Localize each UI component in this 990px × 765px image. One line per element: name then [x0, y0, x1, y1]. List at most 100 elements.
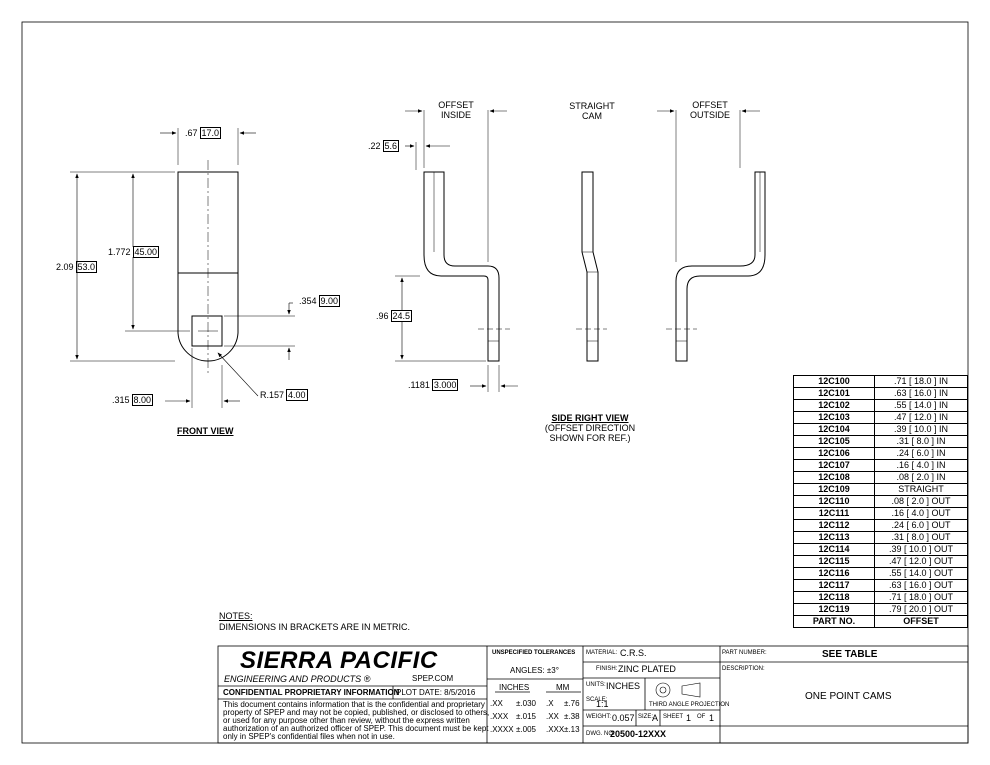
parts-table-row: 12C116.55 [ 14.0 ] OUT — [793, 567, 968, 580]
offset-cell: STRAIGHT — [874, 483, 968, 496]
description-label: DESCRIPTION: — [722, 666, 765, 672]
tol-inch-values: ±.030 ±.015 ±.005 — [516, 699, 536, 734]
weight-value: 0.057 — [612, 713, 635, 723]
tol-mm-values: ±.76 ±.38 ±.13 — [564, 699, 580, 734]
part-number-cell: 12C111 — [793, 507, 875, 520]
offset-cell: .24 [ 6.0 ] OUT — [874, 519, 968, 532]
part-number-cell: 12C102 — [793, 399, 875, 412]
parts-table-row: 12C110.08 [ 2.0 ] OUT — [793, 495, 968, 508]
part-number-cell: 12C113 — [793, 531, 875, 544]
size-label: SIZE: — [638, 714, 654, 720]
sheet-of-label: OF — [697, 714, 706, 720]
tol-inch-formats: .XX .XXX .XXXX — [490, 699, 514, 734]
notes-line-1: DIMENSIONS IN BRACKETS ARE IN METRIC. — [219, 622, 411, 632]
parts-table-row: 12C114.39 [ 10.0 ] OUT — [793, 543, 968, 556]
header-part-no: PART NO. — [793, 615, 875, 628]
units-value: INCHES — [606, 681, 641, 691]
part-number-cell: 12C103 — [793, 411, 875, 424]
front-view-title: FRONT VIEW — [177, 426, 234, 436]
offset-cell: .79 [ 20.0 ] OUT — [874, 603, 968, 616]
title-block-lines — [217, 645, 969, 744]
part-number-label: PART NUMBER: — [722, 650, 767, 656]
plot-date: PLOT DATE: 8/5/2016 — [396, 688, 476, 697]
side-view-title: SIDE RIGHT VIEW — [551, 413, 629, 423]
offset-cell: .31 [ 8.0 ] OUT — [874, 531, 968, 544]
company-website: SPEP.COM — [412, 674, 454, 683]
part-number-cell: 12C116 — [793, 567, 875, 580]
finish-value: ZINC PLATED — [618, 664, 676, 674]
part-number-cell: 12C109 — [793, 483, 875, 496]
part-number-value: SEE TABLE — [822, 649, 878, 660]
part-number-cell: 12C101 — [793, 387, 875, 400]
third-angle-projection-icon — [655, 682, 701, 698]
units-label: UNITS: — [586, 682, 606, 688]
part-number-cell: 12C119 — [793, 603, 875, 616]
side-view-note-2: SHOWN FOR REF.) — [549, 433, 631, 443]
weight-label: WEIGHT: — [586, 714, 611, 720]
parts-table-header: PART NO. OFFSET — [793, 615, 968, 628]
parts-table-row: 12C118.71 [ 18.0 ] OUT — [793, 591, 968, 604]
offset-cell: .55 [ 14.0 ] OUT — [874, 567, 968, 580]
header-offset: OFFSET — [874, 615, 968, 628]
offset-cell: .08 [ 2.0 ] IN — [874, 471, 968, 484]
part-number-cell: 12C112 — [793, 519, 875, 532]
parts-table-row: 12C100.71 [ 18.0 ] IN — [793, 375, 968, 388]
offset-cell: .71 [ 18.0 ] IN — [874, 375, 968, 388]
offset-cell: .31 [ 8.0 ] IN — [874, 435, 968, 448]
parts-table-row: 12C103.47 [ 12.0 ] IN — [793, 411, 968, 424]
scale-value: 1:1 — [596, 699, 609, 709]
tol-inches-label: INCHES — [499, 683, 530, 692]
sheet-value: 1 — [686, 713, 692, 723]
side-view-title-block: SIDE RIGHT VIEW (OFFSET DIRECTION SHOWN … — [530, 413, 650, 443]
company-name: SIERRA PACIFIC — [240, 647, 438, 674]
projection-label: THIRD ANGLE PROJECTION — [649, 702, 730, 708]
parts-table-row: 12C102.55 [ 14.0 ] IN — [793, 399, 968, 412]
parts-table-row: 12C117.63 [ 16.0 ] OUT — [793, 579, 968, 592]
material-value: C.R.S. — [620, 648, 647, 658]
part-number-cell: 12C106 — [793, 447, 875, 460]
parts-table-row: 12C119.79 [ 20.0 ] OUT — [793, 603, 968, 616]
notes-heading: NOTES: — [219, 611, 253, 621]
finish-label: FINISH: — [596, 666, 618, 672]
material-label: MATERIAL: — [586, 650, 618, 656]
part-number-cell: 12C105 — [793, 435, 875, 448]
parts-table-row: 12C112.24 [ 6.0 ] OUT — [793, 519, 968, 532]
part-number-cell: 12C114 — [793, 543, 875, 556]
parts-table-row: 12C101.63 [ 16.0 ] IN — [793, 387, 968, 400]
offset-cell: .71 [ 18.0 ] OUT — [874, 591, 968, 604]
offset-cell: .16 [ 4.0 ] IN — [874, 459, 968, 472]
side-view-inside-geometry — [395, 109, 518, 392]
part-number-cell: 12C100 — [793, 375, 875, 388]
offset-cell: .24 [ 6.0 ] IN — [874, 447, 968, 460]
offset-cell: .47 [ 12.0 ] IN — [874, 411, 968, 424]
parts-table-row: 12C106.24 [ 6.0 ] IN — [793, 447, 968, 460]
side-view-straight-geometry — [576, 171, 607, 362]
confidential-heading: CONFIDENTIAL PROPRIETARY INFORMATION — [223, 688, 400, 697]
part-number-cell: 12C104 — [793, 423, 875, 436]
parts-table-row: 12C107.16 [ 4.0 ] IN — [793, 459, 968, 472]
parts-table-row: 12C113.31 [ 8.0 ] OUT — [793, 531, 968, 544]
offset-cell: .55 [ 14.0 ] IN — [874, 399, 968, 412]
offset-cell: .39 [ 10.0 ] IN — [874, 423, 968, 436]
side-view-note-1: (OFFSET DIRECTION — [544, 423, 636, 433]
offset-cell: .63 [ 16.0 ] IN — [874, 387, 968, 400]
front-view-geometry — [70, 128, 295, 408]
tol-mm-label: MM — [556, 683, 570, 692]
part-number-cell: 12C107 — [793, 459, 875, 472]
part-number-cell: 12C118 — [793, 591, 875, 604]
scale-label: SCALE: — [586, 697, 608, 703]
parts-table-row: 12C115.47 [ 12.0 ] OUT — [793, 555, 968, 568]
